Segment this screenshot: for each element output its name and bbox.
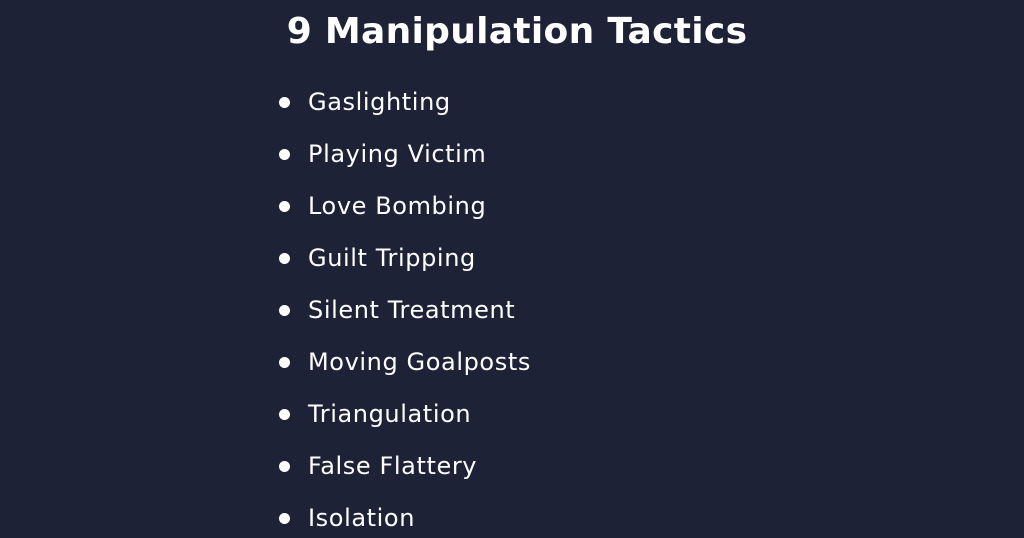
list-item: Moving Goalposts	[279, 336, 531, 388]
bullet-dot-icon	[279, 200, 290, 212]
list-item-label: Gaslighting	[308, 88, 451, 116]
bullet-dot-icon	[279, 408, 290, 420]
bullet-dot-icon	[279, 96, 290, 108]
bullet-dot-icon	[279, 460, 290, 472]
bullet-dot-icon	[279, 252, 290, 264]
bullet-dot-icon	[279, 512, 290, 524]
list-item-label: Isolation	[308, 504, 416, 532]
list-item: Playing Victim	[279, 128, 531, 180]
slide-title: 9 Manipulation Tactics	[286, 11, 748, 52]
bullet-dot-icon	[279, 304, 290, 316]
list-item-label: Triangulation	[308, 400, 472, 428]
list-item-label: False Flattery	[308, 452, 478, 480]
list-item-label: Love Bombing	[308, 192, 487, 220]
list-item: Triangulation	[279, 388, 531, 440]
tactics-list: Gaslighting Playing Victim Love Bombing …	[279, 76, 531, 538]
list-item: Silent Treatment	[279, 284, 531, 336]
list-item-label: Moving Goalposts	[308, 348, 531, 376]
list-item: Gaslighting	[279, 76, 531, 128]
list-item: False Flattery	[279, 440, 531, 492]
list-item-label: Silent Treatment	[308, 296, 516, 324]
list-item-label: Playing Victim	[308, 140, 487, 168]
bullet-dot-icon	[279, 356, 290, 368]
list-item-label: Guilt Tripping	[308, 244, 476, 272]
list-item: Isolation	[279, 492, 531, 538]
list-item: Love Bombing	[279, 180, 531, 232]
bullet-dot-icon	[279, 148, 290, 160]
list-item: Guilt Tripping	[279, 232, 531, 284]
